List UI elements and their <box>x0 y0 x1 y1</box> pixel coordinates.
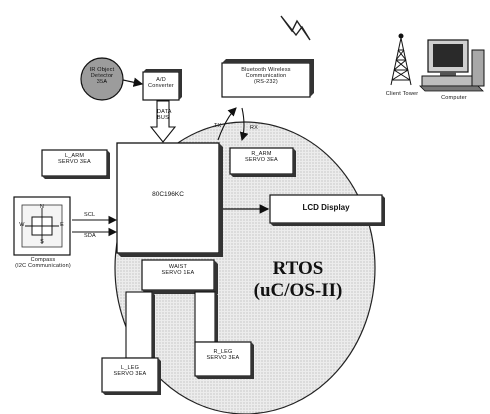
sda-label: SDA <box>84 234 96 240</box>
mcu-label: 80C196KC <box>117 192 219 199</box>
tx-label: TX <box>214 124 221 130</box>
rtos-title: RTOS <box>238 258 358 280</box>
r-arm-label-2: SERVO 3EA <box>230 158 293 164</box>
compass-n: N <box>38 205 46 211</box>
r-leg-label-2: SERVO 3EA <box>195 356 251 362</box>
computer-icon <box>420 40 484 91</box>
computer-label: Computer <box>432 96 476 102</box>
rtos-subtitle: (uC/OS-II) <box>238 280 358 302</box>
l-leg-label-2: SERVO 3EA <box>102 372 158 378</box>
compass-e: E <box>58 223 66 229</box>
ir-detector-label-3: 35A <box>86 80 118 86</box>
compass-w: W <box>18 223 26 229</box>
l-arm-label-2: SERVO 3EA <box>42 160 107 166</box>
client-tower-icon <box>391 34 411 85</box>
ad-converter-label-2: Converter <box>143 84 179 90</box>
rx-label: RX <box>250 126 258 132</box>
waist-label-2: SERVO 1EA <box>142 271 214 277</box>
compass-caption-2: (I2C Communication) <box>4 264 82 270</box>
compass-s: S <box>38 240 46 246</box>
data-bus-label-2: BUS <box>157 116 169 122</box>
client-tower-label: Client Tower <box>384 92 420 98</box>
lcd-display-label: LCD Display <box>270 204 382 212</box>
scl-label: SCL <box>84 213 95 219</box>
bluetooth-label-3: (RS-232) <box>222 80 310 86</box>
lightning-icon <box>281 16 310 40</box>
